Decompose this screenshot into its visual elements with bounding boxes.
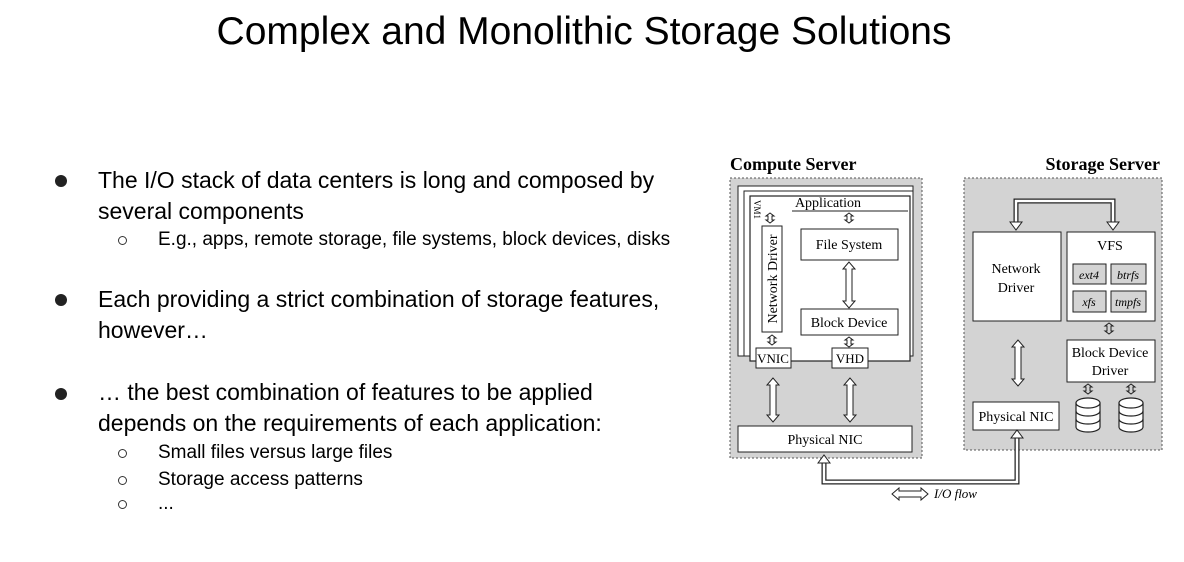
block-device-driver-line2: Driver: [1092, 364, 1129, 379]
physical-nic-storage-label: Physical NIC: [978, 410, 1053, 425]
fs-tmpfs-box: [1110, 290, 1147, 313]
io-flow-label: I/O flow: [933, 486, 977, 501]
bullet-3-sub-3: ...: [158, 493, 174, 514]
compute-server-label: Compute Server: [730, 154, 856, 174]
double-arrow-icon: [1103, 322, 1115, 335]
bullet-3-line2: depends on the requirements of each appl…: [98, 410, 602, 436]
fs-xfs-box: [1072, 290, 1107, 313]
block-device-label: Block Device: [811, 316, 888, 331]
vnic-label: VNIC: [757, 351, 789, 366]
bullet-2: Each providing a strict combination of s…: [98, 284, 659, 346]
fs-btrfs-box: [1110, 263, 1147, 285]
network-driver-vertical-box: [761, 225, 783, 333]
bullet-1-line2: several components: [98, 198, 304, 224]
bullet-2-line2: however…: [98, 317, 208, 343]
network-driver-box: [972, 231, 1062, 322]
file-system-label: File System: [816, 238, 883, 253]
double-arrow-icon: [841, 261, 857, 309]
bullet-dot: [55, 388, 67, 400]
network-driver-label-line2: Driver: [998, 281, 1035, 296]
double-arrow-icon: [766, 334, 855, 348]
block-device-driver-line1: Block Device: [1072, 346, 1149, 361]
fs-ext4-box: [1072, 263, 1107, 285]
bullet-3-sub-2: Storage access patterns: [158, 469, 363, 490]
bullet-dot: [55, 175, 67, 187]
physical-nic-compute-box: [737, 425, 913, 453]
double-arrow-icon: [1010, 339, 1026, 387]
physical-nic-storage-box: [972, 401, 1060, 431]
double-arrow-icon: [765, 377, 781, 423]
physical-nic-compute-label: Physical NIC: [787, 433, 862, 448]
disk-icon: [1118, 397, 1144, 433]
block-device-driver-box: [1066, 339, 1156, 383]
bullet-1: The I/O stack of data centers is long an…: [98, 165, 654, 227]
vnic-box: [755, 347, 792, 369]
application-label: Application: [795, 196, 861, 211]
bullet-3-sub-1: Small files versus large files: [158, 442, 393, 463]
bullet-1-line1: The I/O stack of data centers is long an…: [98, 167, 655, 193]
bullet-2-line1: Each providing a strict combination of s…: [98, 286, 660, 312]
fs-xfs-label: xfs: [1081, 295, 1096, 309]
vhd-box: [831, 347, 869, 369]
bullet-3-line1: … the best combination of features to be…: [98, 379, 593, 405]
bullet-dot: [55, 294, 67, 306]
block-device-box: [800, 308, 899, 336]
network-driver-vertical-label: Network Driver: [766, 234, 781, 323]
vm-label: VM1: [752, 200, 762, 219]
double-arrow-icon: [842, 377, 858, 423]
vhd-label: VHD: [836, 351, 864, 366]
double-arrow-icon: [764, 212, 855, 224]
fs-ext4-label: ext4: [1079, 268, 1099, 282]
sub-bullet-circle: [118, 476, 127, 485]
slide-title: Complex and Monolithic Storage Solutions: [216, 10, 952, 53]
sub-bullet-circle: [118, 449, 127, 458]
bullet-3: … the best combination of features to be…: [98, 377, 602, 439]
io-flow-arrow-icon: [891, 486, 929, 502]
network-driver-label-line1: Network: [992, 262, 1041, 277]
sub-bullet-circle: [118, 236, 127, 245]
fs-btrfs-label: btrfs: [1117, 268, 1139, 282]
bullet-1-sub-1: E.g., apps, remote storage, file systems…: [158, 229, 671, 250]
disk-icon: [1075, 397, 1101, 433]
fs-tmpfs-label: tmpfs: [1115, 295, 1141, 309]
file-system-box: [800, 228, 899, 261]
io-stack-diagram: Compute Server Storage Server VM1 Applic…: [729, 154, 1163, 502]
double-arrow-icon: [1082, 383, 1137, 395]
vfs-label: VFS: [1097, 239, 1123, 254]
sub-bullet-circle: [118, 500, 127, 509]
storage-server-label: Storage Server: [1046, 154, 1160, 174]
